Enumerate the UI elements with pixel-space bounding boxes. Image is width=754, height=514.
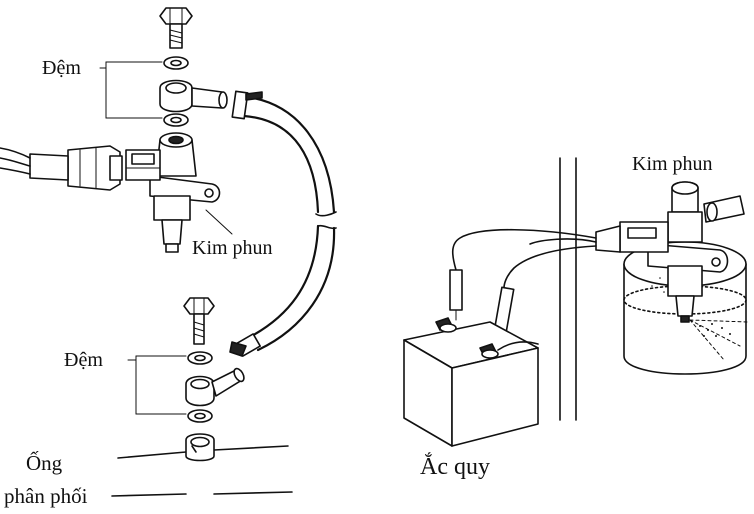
ac-quy-label: Ắc quy <box>420 453 490 480</box>
left-electrical-plug <box>0 145 123 191</box>
top-washer-lower <box>163 113 189 127</box>
top-washer-upper <box>163 56 189 70</box>
right-injector <box>595 181 745 323</box>
bottom-banjo-bolt <box>183 297 215 345</box>
fuel-hose <box>229 90 337 357</box>
vertical-divider <box>559 157 577 421</box>
spray-pattern <box>651 277 749 361</box>
dem-bottom-leader <box>127 355 187 415</box>
fuel-rail <box>111 433 293 497</box>
dem-top-label: Đệm <box>42 57 81 79</box>
kim-phun-left-leader <box>205 209 233 235</box>
ong-label-line1: Ống <box>26 451 63 475</box>
kim-phun-left-label: Kim phun <box>192 237 273 259</box>
bottom-banjo-fitting <box>185 367 245 407</box>
top-banjo-fitting <box>159 79 228 113</box>
left-injector <box>125 132 221 253</box>
right-assembly: Kim phun Ắc quy <box>403 153 749 480</box>
ong-label-line2: phân phối <box>4 484 88 508</box>
bottom-washer-lower <box>187 409 213 423</box>
battery <box>403 317 539 447</box>
left-assembly: Đệm <box>0 7 337 508</box>
dem-top-leader <box>99 61 163 119</box>
test-wires <box>449 228 597 349</box>
dem-bottom-label: Đệm <box>64 349 103 371</box>
bottom-washer-upper <box>187 351 213 365</box>
kim-phun-right-label: Kim phun <box>632 153 713 175</box>
top-banjo-bolt <box>159 7 193 49</box>
